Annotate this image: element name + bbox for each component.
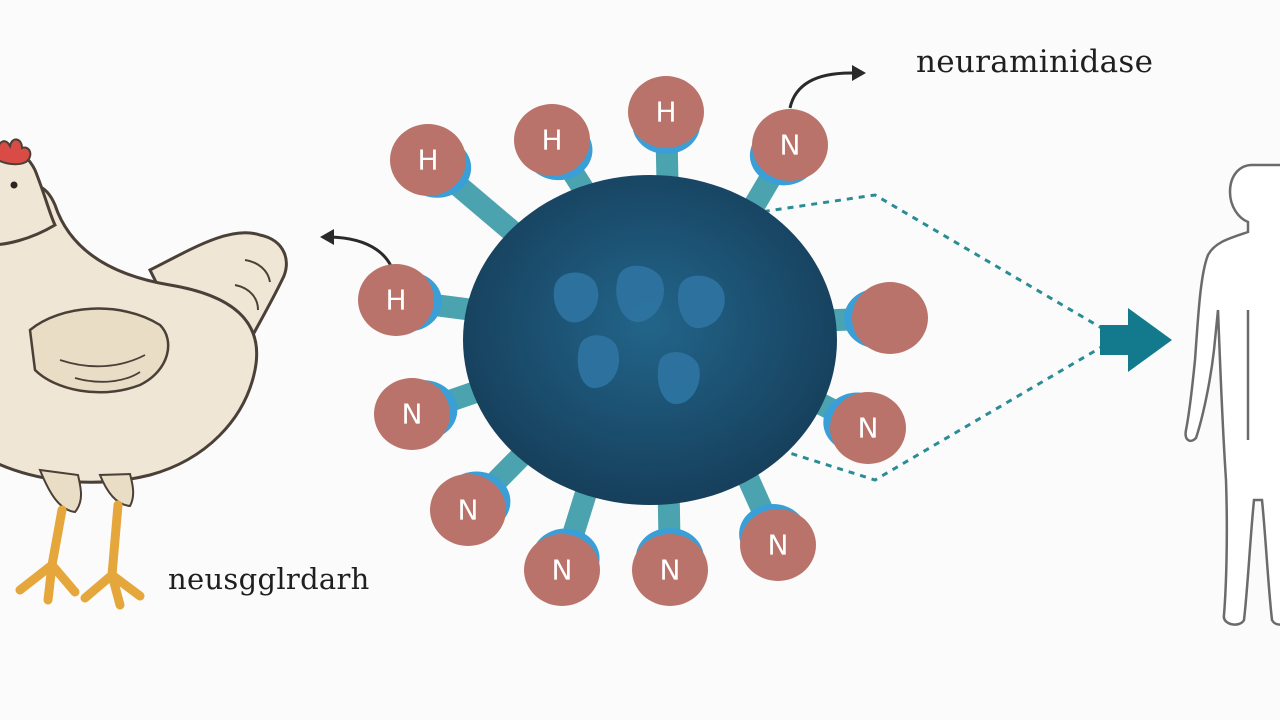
arrow-to-neuraminidase-icon (788, 65, 866, 109)
transmission-arrow-icon (739, 193, 1172, 482)
spike-cap: H (628, 76, 704, 154)
spike-cap (844, 282, 928, 354)
spike-cap: N (374, 378, 458, 450)
chicken-icon (0, 138, 288, 610)
human-icon (1184, 163, 1280, 626)
spike-letter: H (385, 284, 406, 317)
spike-letter: H (541, 124, 562, 157)
spike-cap: N (632, 528, 708, 606)
spike-cap: N (430, 471, 511, 546)
spike-cap: H (358, 264, 442, 336)
spike-letter: N (660, 554, 681, 587)
spike-letter: N (780, 129, 801, 162)
spike-letter: N (858, 412, 879, 445)
spike-cap: H (390, 124, 472, 198)
spike-cap: H (514, 104, 593, 181)
spike-cap: N (749, 109, 828, 186)
spike-letter: N (458, 494, 479, 527)
spike-letter: H (417, 144, 438, 177)
virus-body (463, 175, 837, 505)
virus-icon: H H H N H N N N N N N (358, 76, 928, 606)
spike-letter: N (402, 398, 423, 431)
label-bottom: neusgglrdarh (168, 562, 370, 596)
spike-letter: N (552, 554, 573, 587)
spike-cap: N (739, 504, 816, 581)
spike-letter: H (655, 96, 676, 129)
spike-letter: N (768, 529, 789, 562)
spike-cap: N (524, 528, 600, 606)
spike-cap: N (823, 392, 906, 464)
label-neuraminidase: neuraminidase (916, 44, 1154, 80)
virus-inner-blobs (553, 265, 725, 404)
